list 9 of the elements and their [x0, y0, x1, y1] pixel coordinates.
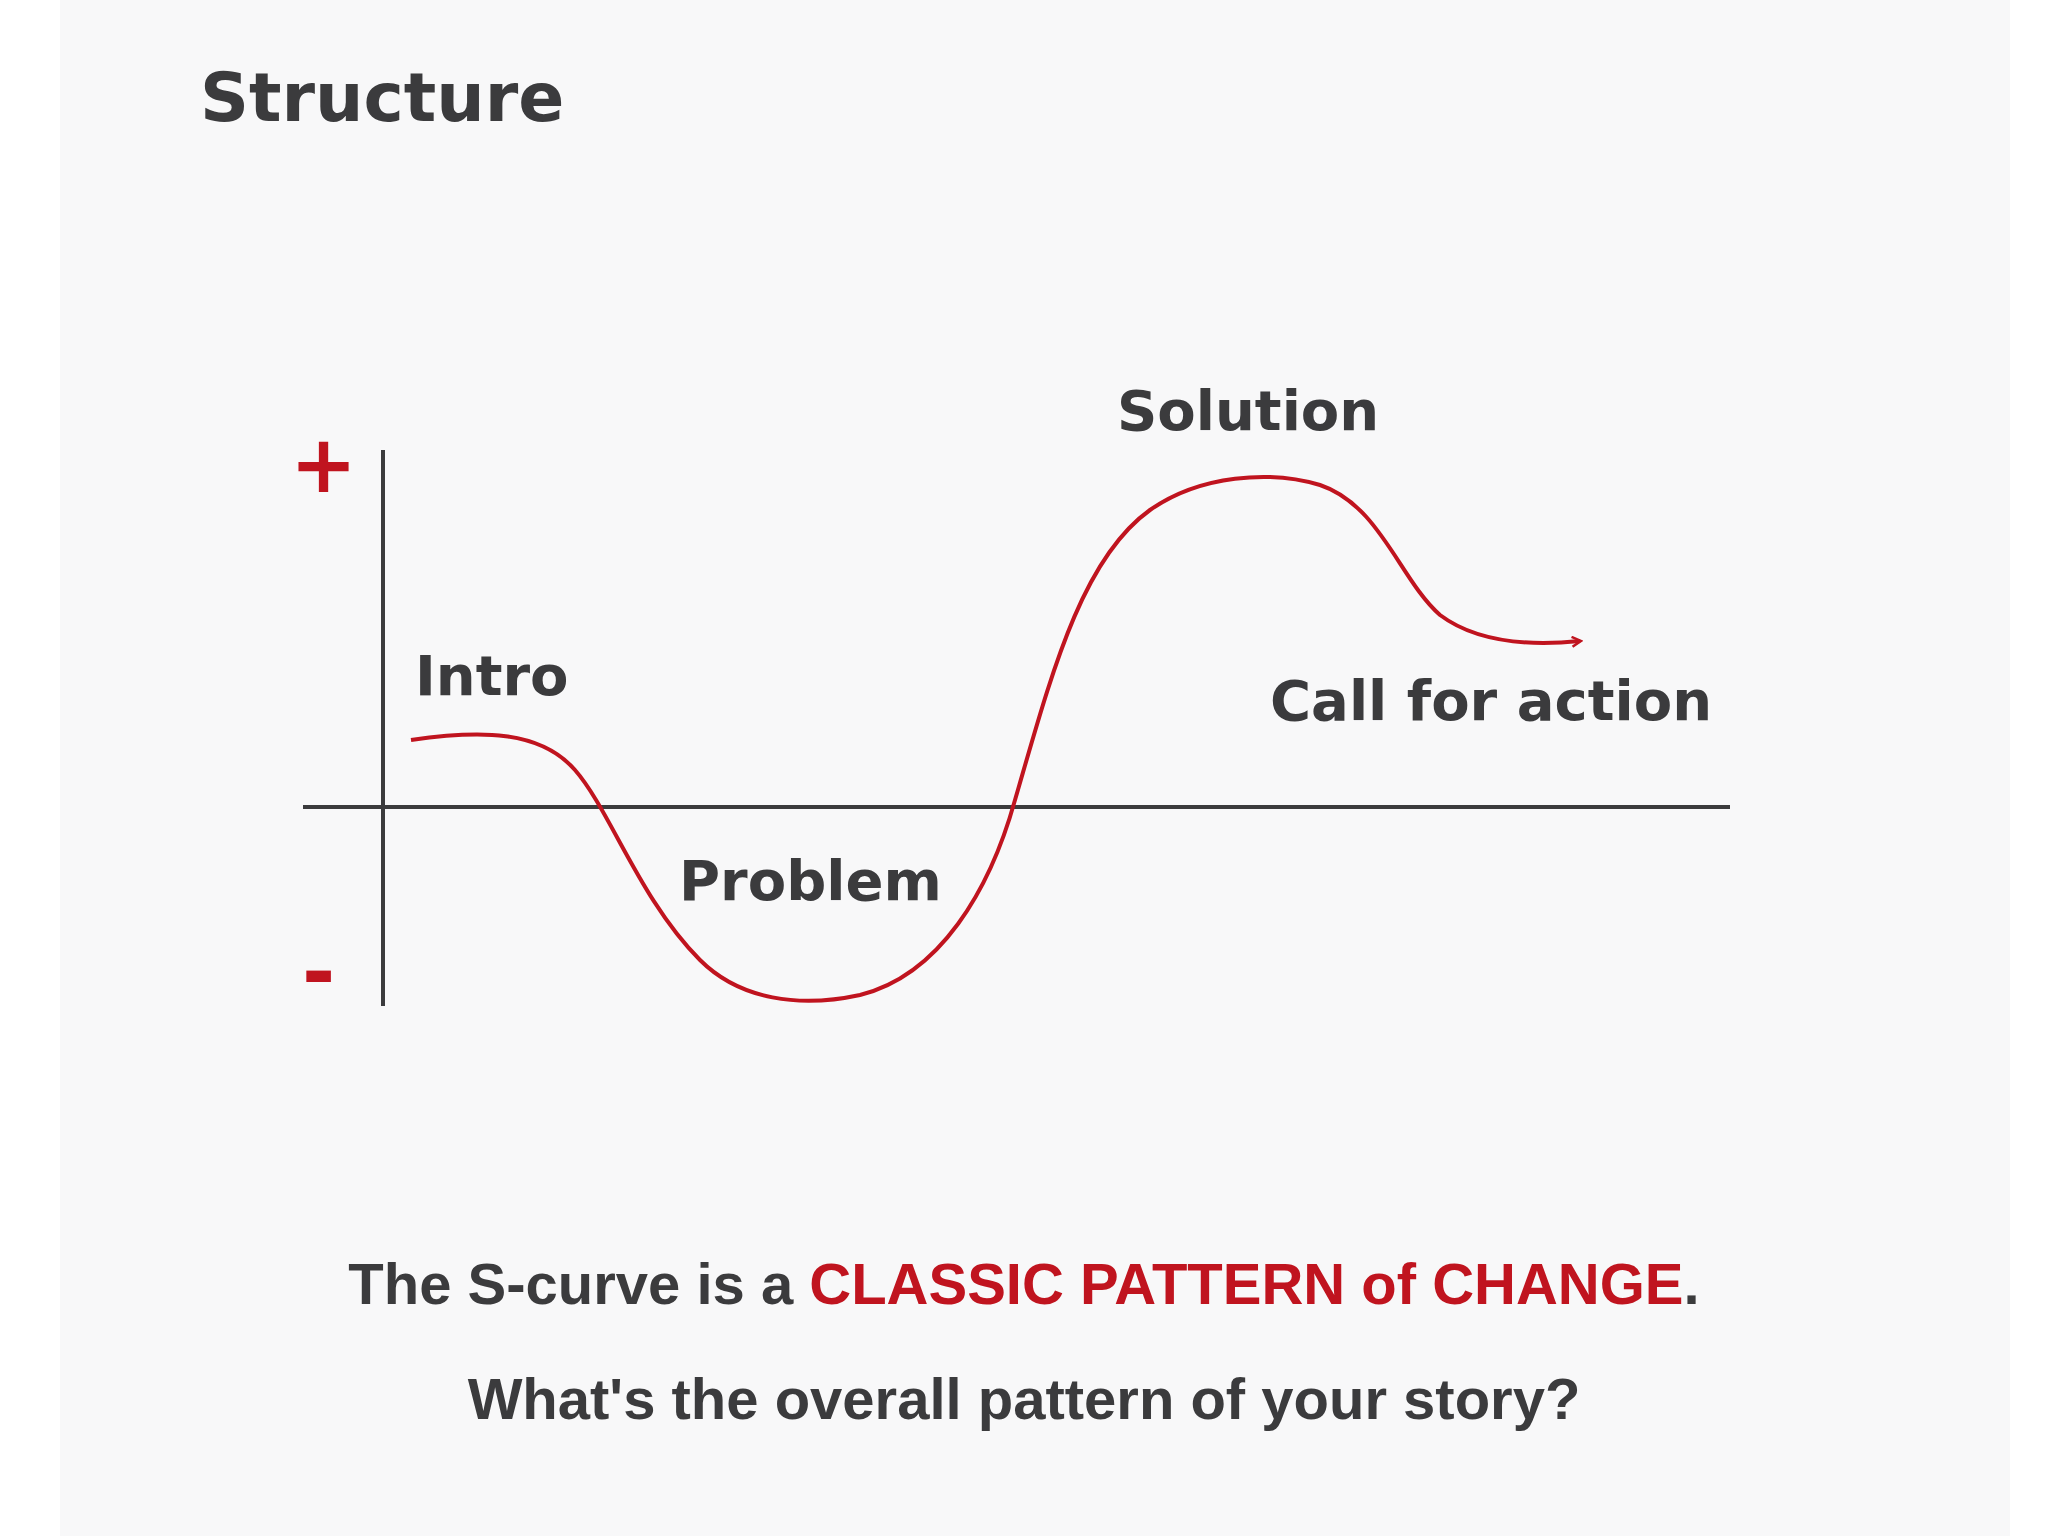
minus-sign: -	[302, 925, 336, 1018]
plus-sign: +	[290, 418, 358, 511]
caption: The S-curve is a CLASSIC PATTERN of CHANGE.	[347, 1250, 1701, 1317]
stage-label: Call for action	[1270, 668, 1712, 733]
stage-label: Intro	[415, 643, 569, 708]
stage-label: Solution	[1117, 378, 1380, 443]
question-text: What's the overall pattern of your story?	[466, 1365, 1582, 1432]
title: Structure	[200, 58, 565, 137]
stage-label: Problem	[679, 848, 942, 913]
